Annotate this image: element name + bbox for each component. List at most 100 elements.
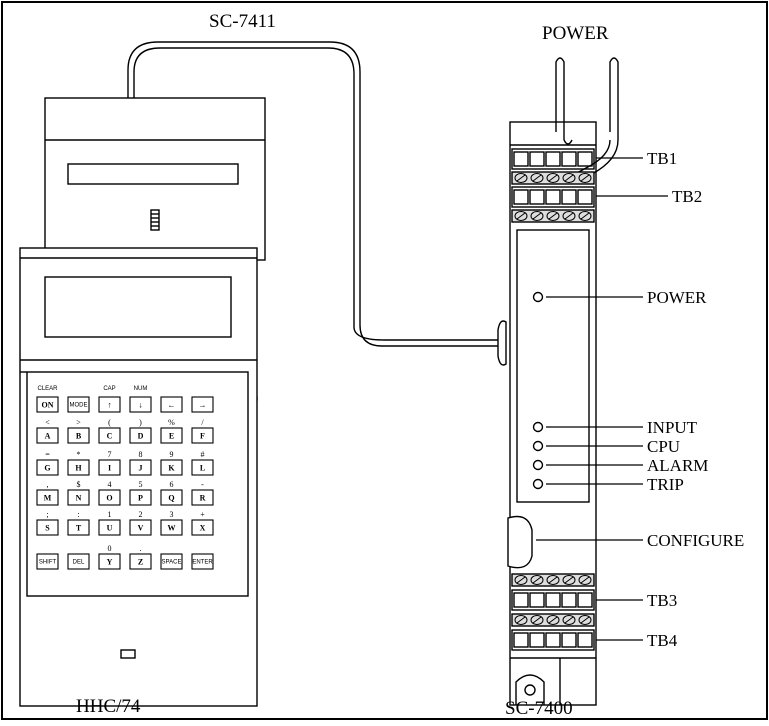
keypad-key-label: ENTER <box>192 560 213 566</box>
terminal-block-tb4 <box>511 629 595 651</box>
cable-sc-7411 <box>127 41 498 347</box>
keypad-secondary-label: # <box>201 450 205 459</box>
callout-power: POWER <box>647 288 707 307</box>
keypad-key-label: P <box>138 494 143 503</box>
keypad-key[interactable] <box>36 396 59 413</box>
keypad-key[interactable] <box>67 553 90 570</box>
terminal-screw <box>562 211 576 221</box>
terminal-screw-slot <box>580 576 590 584</box>
keypad-key-label: ↓ <box>139 401 143 410</box>
keypad-key[interactable] <box>98 459 121 476</box>
terminal-screw <box>562 173 576 183</box>
keypad-key[interactable] <box>36 427 59 444</box>
keypad-key[interactable] <box>191 553 214 570</box>
keypad-key[interactable] <box>191 489 214 506</box>
terminal-block-tb1 <box>511 148 595 170</box>
keypad-key[interactable] <box>98 519 121 536</box>
keypad-secondary-label: 2 <box>139 510 143 519</box>
din-clip <box>515 658 561 705</box>
keypad-key[interactable] <box>129 519 152 536</box>
keypad-secondary-label: / <box>201 418 204 427</box>
terminal-screw <box>514 615 528 625</box>
keypad-key-label: C <box>107 432 113 441</box>
keypad-secondary-label: 5 <box>139 480 143 489</box>
connector-slots <box>150 209 160 231</box>
keypad-secondary-label: 0 <box>108 544 112 553</box>
keypad-key-label: MODE <box>70 403 88 409</box>
keypad-key-label: Y <box>107 558 113 567</box>
keypad-key[interactable] <box>129 489 152 506</box>
keypad-key[interactable] <box>129 427 152 444</box>
keypad-secondary-label: % <box>168 418 175 427</box>
callout-tb3: TB3 <box>647 591 677 610</box>
keypad-key-label: → <box>199 401 207 410</box>
keypad-top-label: CAP <box>103 386 115 392</box>
keypad-key[interactable] <box>160 459 183 476</box>
terminal-screw <box>514 173 528 183</box>
keypad-key[interactable] <box>160 427 183 444</box>
keypad-key[interactable] <box>160 489 183 506</box>
callout-trip: TRIP <box>647 475 684 494</box>
handheld-device <box>19 97 266 707</box>
keypad-key[interactable] <box>129 396 152 413</box>
keypad-key-label: O <box>106 494 112 503</box>
keypad-secondary-label: . <box>140 544 142 553</box>
leader-lines <box>536 157 668 641</box>
keypad-key-label: B <box>76 432 82 441</box>
keypad-key[interactable] <box>129 459 152 476</box>
terminal-screw-slot <box>564 174 574 182</box>
keypad-key[interactable] <box>67 427 90 444</box>
terminal-screw <box>530 211 544 221</box>
keypad-key[interactable] <box>36 459 59 476</box>
keypad-key[interactable] <box>67 489 90 506</box>
led-cpu <box>532 440 544 452</box>
keypad-secondary-label: + <box>200 510 205 519</box>
keypad-key[interactable] <box>36 489 59 506</box>
handheld-label: HHC/74 <box>76 696 141 717</box>
keypad-key[interactable] <box>191 427 214 444</box>
keypad-key[interactable] <box>98 396 121 413</box>
keypad-key-label: A <box>45 432 51 441</box>
keypad-secondary-label: 8 <box>139 450 143 459</box>
terminal-screw-slot <box>516 576 526 584</box>
keypad-key[interactable] <box>191 396 214 413</box>
keypad-key[interactable] <box>160 519 183 536</box>
keypad-key[interactable] <box>191 459 214 476</box>
keypad-key-label: Q <box>168 494 174 503</box>
keypad-key[interactable] <box>67 396 90 413</box>
keypad-key[interactable] <box>191 519 214 536</box>
terminal-screw <box>546 211 560 221</box>
keypad-key-label: E <box>169 432 174 441</box>
keypad-key[interactable] <box>67 519 90 536</box>
callout-tb4: TB4 <box>647 631 678 650</box>
keypad-key[interactable] <box>129 553 152 570</box>
keypad-key-label: T <box>76 524 82 533</box>
keypad-key[interactable] <box>36 553 59 570</box>
keypad-top-label: NUM <box>134 386 148 392</box>
terminal-screw-slot <box>532 212 542 220</box>
keypad-key[interactable] <box>160 553 183 570</box>
keypad-secondary-label: ) <box>139 418 142 427</box>
cable-label: SC-7411 <box>209 11 276 32</box>
terminal-screw-slot <box>532 174 542 182</box>
keypad-secondary-label: = <box>45 450 50 459</box>
terminal-screw <box>578 211 592 221</box>
keypad-key[interactable] <box>160 396 183 413</box>
keypad-secondary-label: , <box>47 480 49 489</box>
terminal-screw <box>546 173 560 183</box>
terminal-screw <box>578 575 592 585</box>
terminal-screw-slot <box>516 212 526 220</box>
terminal-block-tb2 <box>511 186 595 208</box>
keypad-key-label: DEL <box>73 560 85 566</box>
keypad-key[interactable] <box>36 519 59 536</box>
keypad-key[interactable] <box>98 553 121 570</box>
keypad-key[interactable] <box>98 427 121 444</box>
keypad-secondary-label: 3 <box>170 510 174 519</box>
keypad-secondary-label: 6 <box>170 480 174 489</box>
keypad-key[interactable] <box>98 489 121 506</box>
keypad-key[interactable] <box>67 459 90 476</box>
keypad-secondary-label: 9 <box>170 450 174 459</box>
keypad-secondary-label: 7 <box>108 450 112 459</box>
front-panel <box>516 229 590 503</box>
keypad-key-label: D <box>138 432 144 441</box>
